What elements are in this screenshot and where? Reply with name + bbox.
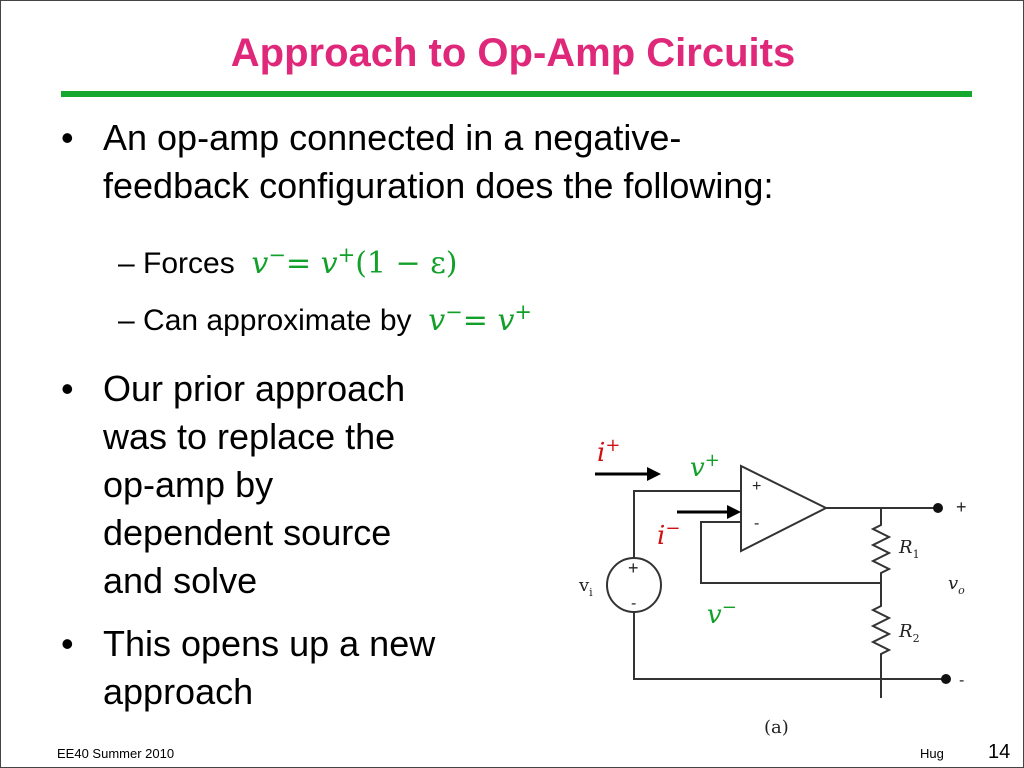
circuit-wires xyxy=(606,464,946,698)
vo-label: vo xyxy=(948,573,965,597)
source-plus-label: + xyxy=(628,558,639,578)
output-plus-label: + xyxy=(956,497,967,517)
r1-label: R1 xyxy=(898,537,920,561)
r2-label: R2 xyxy=(898,621,920,645)
arrow-head-icon xyxy=(647,467,661,481)
arrow-head-icon xyxy=(727,505,741,519)
plus-superscript: + xyxy=(514,300,532,324)
bullet-negative-feedback: • An op-amp connected in a negative- fee… xyxy=(61,114,981,214)
equation-approximate: v−= v+ xyxy=(428,300,532,338)
output-terminal-minus xyxy=(941,674,951,684)
equals-sign: = xyxy=(462,303,488,338)
v-symbol: v xyxy=(428,303,446,338)
v-minus-label: v− xyxy=(707,597,737,630)
bullet-new-approach: • This opens up a new approach xyxy=(61,620,551,720)
slide-title: Approach to Op-Amp Circuits xyxy=(230,31,796,75)
sub-bullet-forces: – Forces v−= v+(1 − ε) xyxy=(118,237,457,282)
output-minus-label: - xyxy=(959,672,964,689)
bullet-prior-approach: • Our prior approach was to replace the … xyxy=(61,365,541,610)
source-minus-label: - xyxy=(631,595,636,612)
opamp-circuit-diagram: + - + - + - vi R1 R2 vo i+ i− v+ v− (a) xyxy=(578,435,967,738)
non-inverting-wire xyxy=(633,490,741,558)
page-number: 14 xyxy=(988,741,1011,763)
i-minus-label: i− xyxy=(657,518,680,551)
bullet-line: op-amp by xyxy=(103,464,274,505)
v-plus-label: v+ xyxy=(690,450,720,483)
v-symbol: v xyxy=(497,303,515,338)
figure-caption: (a) xyxy=(764,717,789,738)
opamp-minus-label: - xyxy=(754,515,759,532)
epsilon-factor: (1 − ε) xyxy=(355,246,458,281)
bullet-line: Our prior approach xyxy=(103,368,406,409)
bullet-line: approach xyxy=(103,671,254,712)
resistor-ladder xyxy=(870,508,892,679)
plus-superscript: + xyxy=(337,243,356,267)
sub-bullet-approximate: – Can approximate by v−= v+ xyxy=(118,294,532,339)
title-divider xyxy=(61,91,972,97)
bullet-line: feedback configuration does the followin… xyxy=(103,165,774,206)
minus-superscript: − xyxy=(445,300,463,324)
opamp-triangle xyxy=(740,464,829,553)
output-terminal-plus xyxy=(933,503,943,513)
bullet-marker: • xyxy=(61,368,74,409)
bullet-line: dependent source xyxy=(103,512,392,553)
vi-label: vi xyxy=(578,575,593,599)
bullet-marker: • xyxy=(61,623,74,664)
inverting-feedback-wire xyxy=(700,521,881,584)
bullet-line: was to replace the xyxy=(103,416,396,457)
footer-course: EE40 Summer 2010 xyxy=(57,746,175,761)
v-symbol: v xyxy=(320,246,338,281)
bullet-line: An op-amp connected in a negative- xyxy=(103,117,682,158)
dash-marker: – xyxy=(118,304,135,337)
footer-author: Hug xyxy=(920,746,944,761)
sub-bullet-label: Forces xyxy=(143,247,235,280)
bullet-line: This opens up a new xyxy=(103,623,436,664)
bullet-marker: • xyxy=(61,117,74,158)
ground-wire xyxy=(633,612,946,680)
sub-bullet-label: Can approximate by xyxy=(143,304,412,337)
i-plus-label: i+ xyxy=(597,435,620,468)
bullet-line: and solve xyxy=(103,560,258,601)
minus-superscript: − xyxy=(268,243,286,267)
equation-forces: v−= v+(1 − ε) xyxy=(251,243,458,281)
equals-sign: = xyxy=(285,246,312,281)
opamp-plus-label: + xyxy=(752,478,761,495)
v-symbol: v xyxy=(251,246,269,281)
dash-marker: – xyxy=(118,247,135,280)
